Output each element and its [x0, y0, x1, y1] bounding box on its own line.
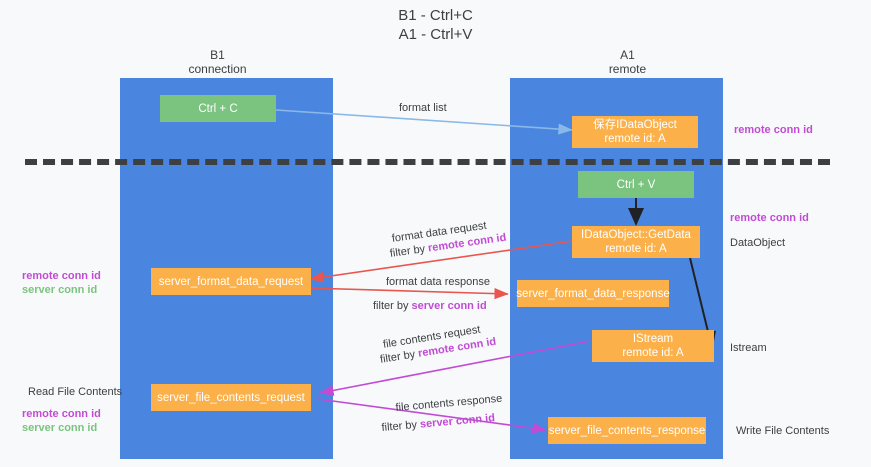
side-label-remote-conn-id-top: remote conn id: [734, 124, 813, 136]
side-label-left-remote-conn-id-bottom: remote conn id: [22, 408, 101, 420]
node-server-file-contents-response[interactable]: server_file_contents_response: [548, 417, 706, 444]
node-server-format-data-response[interactable]: server_format_data_response: [516, 280, 670, 307]
edge-format-data-response: [307, 287, 509, 300]
node-server-file-contents-response-label: server_file_contents_response: [548, 424, 706, 437]
column-header-a1-sub: remote: [608, 62, 647, 76]
side-label-left-server-conn-id-bottom: server conn id: [22, 422, 98, 434]
column-header-a1: A1 remote: [545, 48, 710, 76]
side-label-left-server-conn-id-mid: server conn id: [22, 284, 98, 296]
page-title: B1 - Ctrl+C A1 - Ctrl+V: [0, 6, 871, 44]
title-line-1: B1 - Ctrl+C: [398, 7, 473, 24]
node-idataobject-getdata-line1: IDataObject::GetData: [581, 229, 691, 241]
node-ctrl-c[interactable]: Ctrl + C: [160, 95, 276, 122]
node-save-idataobject[interactable]: 保存IDataObject remote id: A: [572, 116, 698, 148]
edge-file-contents-request: [319, 340, 591, 396]
node-ctrl-v[interactable]: Ctrl + V: [578, 171, 694, 198]
side-label-read-file-contents: Read File Contents: [28, 386, 123, 398]
filter-prefix: filter by: [373, 300, 412, 312]
column-header-b1-name: B1: [210, 48, 225, 62]
node-istream[interactable]: IStream remote id: A: [592, 330, 714, 362]
edge-label-format-data-response: format data response: [386, 276, 490, 288]
side-label-write-file-contents: Write File Contents: [736, 425, 830, 437]
edge-file-contents-response: [317, 398, 547, 434]
node-server-format-data-request-label: server_format_data_request: [158, 275, 304, 288]
title-line-2: A1 - Ctrl+V: [398, 26, 473, 43]
node-save-idataobject-line1: 保存IDataObject: [593, 119, 677, 131]
node-server-format-data-response-label: server_format_data_response: [516, 287, 670, 300]
edge-label-format-list: format list: [399, 102, 447, 114]
side-label-left-remote-conn-id-mid: remote conn id: [22, 270, 101, 282]
edge-format-data-request: [309, 240, 573, 283]
column-header-b1: B1 connection: [135, 48, 300, 76]
side-label-istream: Istream: [730, 342, 767, 354]
node-istream-line1: IStream: [632, 333, 674, 345]
column-header-b1-sub: connection: [188, 62, 247, 76]
side-label-remote-conn-id-mid: remote conn id: [730, 212, 809, 224]
node-idataobject-getdata[interactable]: IDataObject::GetData remote id: A: [572, 226, 700, 258]
node-ctrl-c-label: Ctrl + C: [198, 102, 238, 115]
filter-key-server-conn-id: server conn id: [411, 300, 487, 312]
node-ctrl-v-label: Ctrl + V: [616, 178, 656, 191]
edge-label-format-data-response-filter: filter by server conn id: [373, 299, 487, 313]
column-header-a1-name: A1: [620, 48, 635, 62]
node-server-format-data-request[interactable]: server_format_data_request: [151, 268, 311, 295]
phase-divider: [25, 159, 830, 165]
node-istream-line2: remote id: A: [622, 347, 684, 359]
node-server-file-contents-request-label: server_file_contents_request: [157, 391, 305, 404]
side-label-dataobject: DataObject: [730, 237, 786, 249]
node-idataobject-getdata-line2: remote id: A: [605, 243, 667, 255]
node-server-file-contents-request[interactable]: server_file_contents_request: [151, 384, 311, 411]
edge-format-list: [275, 109, 573, 135]
filter-prefix: filter by: [381, 418, 421, 434]
node-save-idataobject-line2: remote id: A: [604, 133, 666, 145]
